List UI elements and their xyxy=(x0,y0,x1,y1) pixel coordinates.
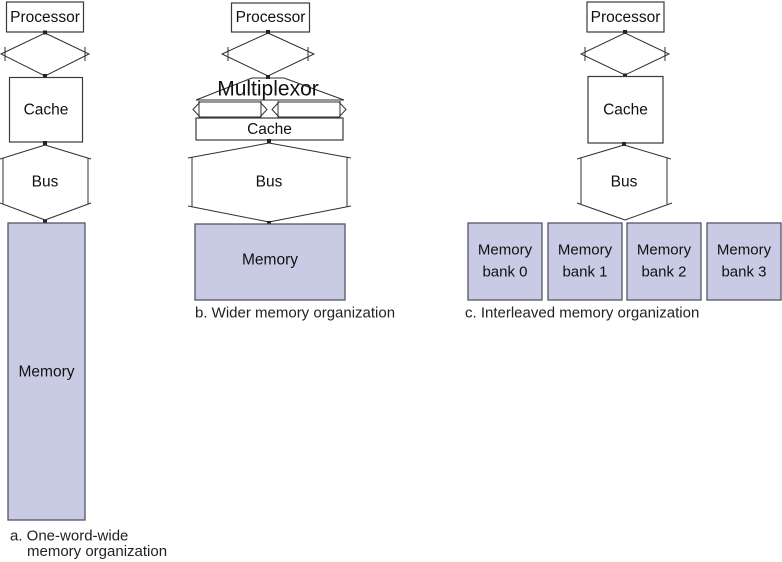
multiplexor-trapezoid xyxy=(195,77,345,101)
narrow-bus-connector-c-top xyxy=(579,32,671,76)
memory-label-b: Memory xyxy=(242,252,298,269)
caption-b: b. Wider memory organization xyxy=(195,305,395,322)
bus-label-c: Bus xyxy=(611,174,638,191)
junction-dot xyxy=(43,74,47,78)
junction-dot xyxy=(622,142,626,146)
memory-bank-2-line2: bank 2 xyxy=(641,264,686,281)
processor-label-c: Processor xyxy=(591,9,661,26)
narrow-bus-connector-b-top xyxy=(220,32,316,77)
caption-c: c. Interleaved memory organization xyxy=(465,305,699,322)
memory-bank-2-box xyxy=(626,222,702,301)
bus-hexagon-b xyxy=(187,142,352,223)
processor-box-a xyxy=(5,1,85,33)
memory-label-a: Memory xyxy=(19,364,75,381)
wide-connector-right xyxy=(271,101,347,118)
processor-box-c xyxy=(586,1,665,33)
memory-bank-1-box xyxy=(547,222,623,301)
processor-box-b xyxy=(230,2,311,33)
caption-a-line1: a. One-word-wide xyxy=(10,528,128,545)
caption-a-line2: memory organization xyxy=(27,543,167,560)
bus-hexagon-c xyxy=(576,144,673,221)
processor-label-b: Processor xyxy=(236,9,306,26)
bus-label-a: Bus xyxy=(32,174,59,191)
junction-dot xyxy=(267,221,271,225)
cache-label-a: Cache xyxy=(24,102,69,119)
memory-bank-3-box xyxy=(706,222,782,301)
memory-bank-1-line2: bank 1 xyxy=(562,264,607,281)
junction-dot xyxy=(43,141,47,145)
processor-label-a: Processor xyxy=(10,9,80,26)
diagram-c: Processor Cache Bus Memory bank 0 Memory… xyxy=(465,1,782,322)
memory-box-a xyxy=(7,222,86,521)
narrow-bus-connector-a-top xyxy=(0,32,91,77)
junction-dot xyxy=(266,75,270,79)
memory-bank-3-line2: bank 3 xyxy=(721,264,766,281)
memory-bank-0-line2: bank 0 xyxy=(482,264,527,281)
diagram-a: Processor Cache Bus Memory a. One-word-w… xyxy=(0,1,167,560)
memory-box-b xyxy=(194,223,346,301)
bus-hexagon-a xyxy=(0,144,92,221)
memory-bank-1-line1: Memory xyxy=(558,242,613,259)
multiplexor-label: Multiplexor xyxy=(217,78,319,101)
bus-label-b: Bus xyxy=(256,174,283,191)
diagram-b: Processor Multiplexor Cache Bus Memory b… xyxy=(187,2,395,322)
junction-dot xyxy=(267,139,271,143)
junction-dot xyxy=(266,30,270,34)
memory-bank-2-line1: Memory xyxy=(637,242,692,259)
cache-label-c: Cache xyxy=(603,102,648,119)
memory-bank-3-line1: Memory xyxy=(717,242,772,259)
wide-connector-left xyxy=(192,101,268,118)
memory-bank-0-line1: Memory xyxy=(478,242,533,259)
junction-dot xyxy=(623,30,627,34)
junction-dot xyxy=(43,219,47,224)
cache-box-a xyxy=(8,76,84,143)
junction-dot xyxy=(623,73,627,78)
cache-label-b: Cache xyxy=(247,121,292,138)
memory-bank-0-box xyxy=(467,222,543,301)
cache-box-c xyxy=(587,75,664,144)
